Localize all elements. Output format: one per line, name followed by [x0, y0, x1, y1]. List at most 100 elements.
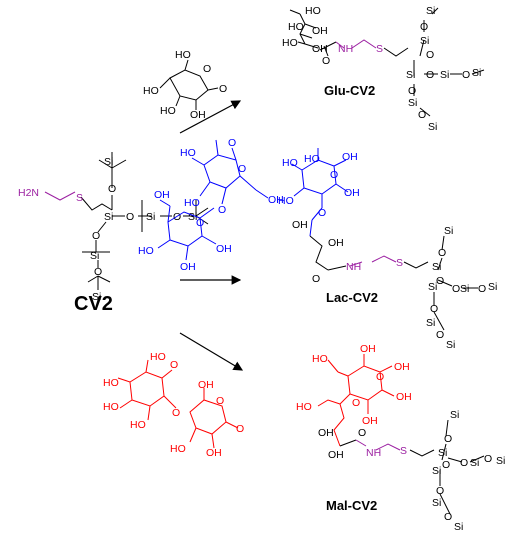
o-atom: O	[196, 217, 204, 229]
o-atom: O	[436, 329, 444, 341]
ho-group: HO	[175, 49, 191, 61]
si-atom: Si	[472, 67, 481, 79]
si-atom: Si	[406, 69, 415, 81]
mal-cv2-label: Mal-CV2	[326, 498, 378, 513]
cv2-atoms: H2N S Si O Si O Si O Si O Si O Si	[18, 156, 197, 303]
si-atom: Si	[488, 281, 497, 293]
mal-cv2-chain	[339, 419, 485, 515]
mal-cv2-atoms: HO OH O OH OH OH HO O OH OH O NH S Si O …	[296, 343, 505, 533]
arrow-to-glu	[179, 100, 242, 134]
oh-group: OH	[318, 427, 334, 439]
o-atom: O	[430, 303, 438, 315]
si-atom: Si	[460, 283, 469, 295]
o-atom: O	[203, 63, 211, 75]
nh-linker: NH	[338, 43, 353, 55]
ho-group: HO	[288, 21, 304, 33]
oh-group: OH	[198, 379, 214, 391]
o-atom: O	[418, 109, 426, 121]
ho-group: HO	[143, 85, 159, 97]
o-atom: O	[452, 283, 460, 295]
o-atom: O	[408, 85, 416, 97]
lactobionolactone-atoms: O O OH HO HO O OH O HO OH OH	[138, 137, 284, 273]
o-atom: O	[330, 169, 338, 181]
ho-group: HO	[282, 157, 298, 169]
o-atom: O	[438, 247, 446, 259]
oh-group: OH	[328, 237, 344, 249]
ho-group: HO	[130, 419, 146, 431]
s-atom: S	[76, 192, 83, 204]
o-atom: O	[218, 204, 226, 216]
oh-group: OH	[360, 343, 376, 355]
oh-group: OH	[394, 361, 410, 373]
ho-group: HO	[184, 197, 200, 209]
si-atom: Si	[470, 457, 479, 469]
o-atom: O	[92, 230, 100, 242]
si-atom: Si	[438, 447, 447, 459]
si-atom: Si	[426, 5, 435, 17]
o-atom: O	[444, 511, 452, 523]
s-linker: S	[400, 445, 407, 457]
oh-group: OH	[206, 447, 222, 459]
oh-group: OH	[292, 219, 308, 231]
o-atom: O	[216, 395, 224, 407]
si-atom: Si	[454, 521, 463, 533]
o-atom: O	[442, 459, 450, 471]
o-atom: O	[318, 207, 326, 219]
si-atom: Si	[496, 455, 505, 467]
si-atom: Si	[426, 317, 435, 329]
gluconolactone-structure	[159, 59, 219, 110]
lac-cv2-structure	[291, 148, 349, 237]
oh-group: OH	[312, 25, 328, 37]
oh-group: OH	[312, 43, 328, 55]
ho-group: HO	[180, 147, 196, 159]
o-atom: O	[173, 211, 181, 223]
glu-cv2-structure	[289, 7, 485, 117]
nh-linker: NH	[366, 447, 381, 459]
maltobionolactone-atoms: HO O HO HO HO O OH O O HO OH	[103, 351, 244, 459]
si-atom: Si	[450, 409, 459, 421]
ho-group: HO	[312, 353, 328, 365]
si-atom: Si	[90, 250, 99, 262]
o-atom: O	[228, 137, 236, 149]
oh-group: OH	[342, 151, 358, 163]
s-linker: S	[376, 43, 383, 55]
oh-group: OH	[328, 449, 344, 461]
lac-cv2-label: Lac-CV2	[326, 290, 379, 305]
ho-group: HO	[278, 195, 294, 207]
oh-group: OH	[180, 261, 196, 273]
nh-linker: NH	[346, 261, 361, 273]
ho-group: HO	[305, 5, 321, 17]
ho-group: HO	[160, 105, 176, 117]
cv2-label: CV2	[74, 293, 113, 315]
ho-group: HO	[282, 37, 298, 49]
o-atom: O	[436, 275, 444, 287]
o-atom: O	[460, 457, 468, 469]
o-atom: O	[436, 485, 444, 497]
ho-group: HO	[296, 401, 312, 413]
si-atom: Si	[446, 339, 455, 351]
si-atom: Si	[440, 69, 449, 81]
si-atom: Si	[146, 211, 155, 223]
h2n-group: H2N	[18, 187, 39, 199]
maltobionolactone-structure	[117, 359, 239, 449]
gluconolactone-atoms: HO O O HO HO OH	[143, 49, 227, 121]
oh-group: OH	[190, 109, 206, 121]
o-atom: O	[420, 21, 428, 33]
si-atom: Si	[444, 225, 453, 237]
glu-cv2-atoms: HO HO HO OH OH O NH S Si O Si O Si O Si …	[282, 5, 481, 133]
oh-group: OH	[268, 194, 284, 206]
ho-group: HO	[150, 351, 166, 363]
si-atom: Si	[188, 211, 197, 223]
o-atom: O	[376, 371, 384, 383]
o-atom: O	[444, 433, 452, 445]
si-atom: Si	[432, 497, 441, 509]
o-atom: O	[426, 49, 434, 61]
o-atom: O	[236, 423, 244, 435]
o-atom: O	[126, 211, 134, 223]
oh-group: OH	[216, 243, 232, 255]
o-atom: O	[322, 55, 330, 67]
o-atom: O	[426, 69, 434, 81]
o-atom: O	[172, 407, 180, 419]
si-atom: Si	[428, 281, 437, 293]
